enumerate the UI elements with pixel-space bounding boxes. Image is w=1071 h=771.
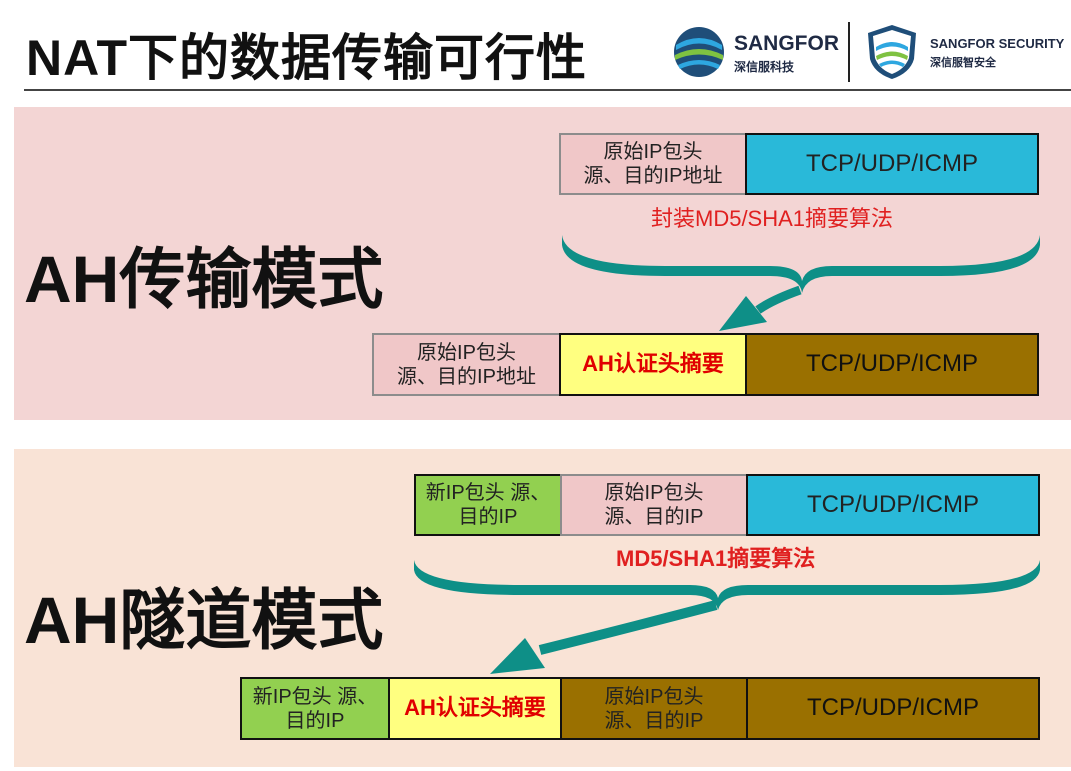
sangfor-logo-subtitle: 深信服科技 xyxy=(734,60,795,74)
tunnel-algorithm-note: MD5/SHA1摘要算法 xyxy=(616,546,816,571)
transport-mode-label: AH传输模式 xyxy=(24,242,384,316)
transport-result-ip-header: 原始IP包头 源、目的IP地址 xyxy=(372,333,561,396)
tunnel-brace xyxy=(414,560,1040,610)
sangfor-security-shield-icon xyxy=(868,25,916,79)
tunnel-mode-label: AH隧道模式 xyxy=(24,583,384,657)
transport-ah-header: AH认证头摘要 xyxy=(559,333,747,396)
tunnel-result-ip-header: 原始IP包头 源、目的IP xyxy=(560,677,748,740)
tunnel-ah-header: AH认证头摘要 xyxy=(388,677,562,740)
sangfor-logo-name: SANGFOR xyxy=(734,32,839,55)
sangfor-security-logo-subtitle: 深信服智安全 xyxy=(930,57,996,69)
transport-arrow-shaft xyxy=(755,285,802,314)
transport-algorithm-note: 封装MD5/SHA1摘要算法 xyxy=(651,206,894,231)
tunnel-new-ip-header: 新IP包头 源、 目的IP xyxy=(414,474,562,536)
header-logos: SANGFOR 深信服科技 SANGFOR SECURITY 深信服智安全 xyxy=(672,22,1065,82)
transport-arrow-head xyxy=(719,296,767,331)
tunnel-original-ip-header: 原始IP包头 源、目的IP xyxy=(560,474,748,536)
logo-divider xyxy=(848,22,850,82)
tunnel-result-payload: TCP/UDP/ICMP xyxy=(746,677,1040,740)
tunnel-arrow-head xyxy=(490,638,545,674)
tunnel-original-payload: TCP/UDP/ICMP xyxy=(746,474,1040,536)
transport-original-payload: TCP/UDP/ICMP xyxy=(745,133,1039,195)
tunnel-arrow-shaft xyxy=(538,600,718,655)
page-title: NAT下的数据传输可行性 xyxy=(26,30,588,86)
sangfor-logo-icon xyxy=(674,27,724,77)
transport-brace xyxy=(562,235,1040,293)
title-divider xyxy=(24,89,1071,91)
sangfor-security-logo-name: SANGFOR SECURITY xyxy=(930,36,1065,51)
tunnel-result-new-ip-header: 新IP包头 源、 目的IP xyxy=(240,677,390,740)
transport-result-payload: TCP/UDP/ICMP xyxy=(745,333,1039,396)
